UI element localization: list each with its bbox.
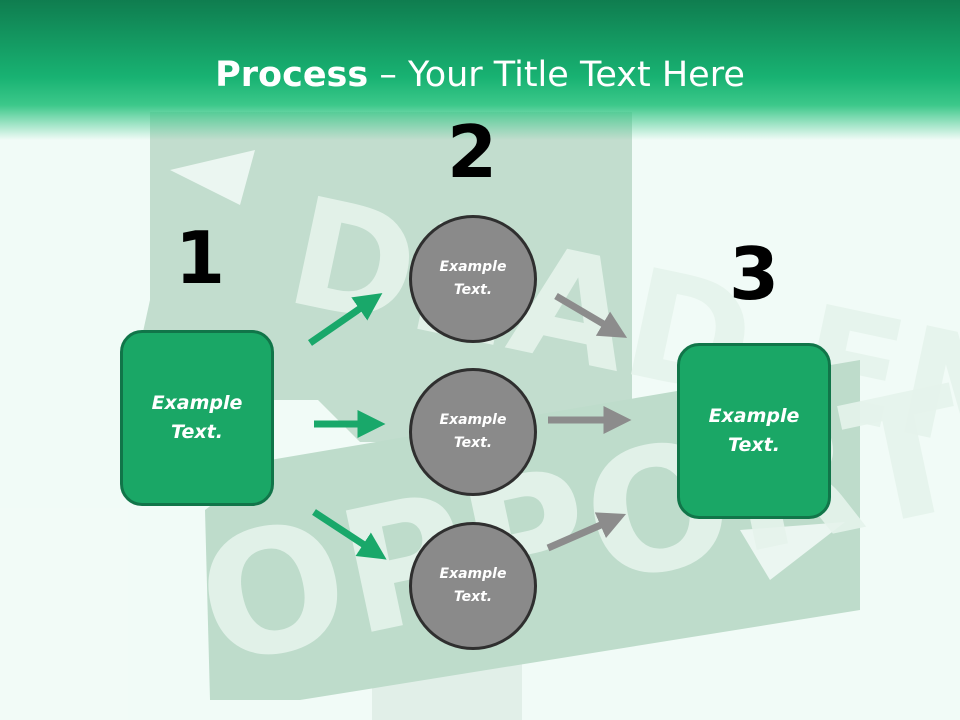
step-number-3: 3 <box>728 232 780 316</box>
arrow-from-circle-3 <box>546 512 627 552</box>
step-2-circle-top: Example Text. <box>409 215 537 343</box>
step-number-1: 1 <box>174 216 226 300</box>
arrow-from-circle-1 <box>554 292 628 338</box>
arrow-to-circle-3 <box>312 509 387 560</box>
header-band <box>0 0 960 140</box>
step-1-text: Example Text. <box>151 392 243 443</box>
title-bold: Process <box>215 55 369 95</box>
step-2-circle-bottom: Example Text. <box>409 522 537 650</box>
step-3-text: Example Text. <box>708 405 800 456</box>
slide-title: Process – Your Title Text Here <box>0 52 960 98</box>
step-2-circle-middle: Example Text. <box>409 368 537 496</box>
circle-bottom-text: Example Text. <box>439 566 507 605</box>
circle-top-text: Example Text. <box>439 259 507 298</box>
step-3-box: Example Text. <box>677 343 831 519</box>
step-1-box: Example Text. <box>120 330 274 506</box>
step-number-2: 2 <box>446 110 498 194</box>
arrow-to-circle-1 <box>308 293 383 346</box>
title-rest: – Your Title Text Here <box>368 55 745 95</box>
circle-middle-text: Example Text. <box>439 412 507 451</box>
